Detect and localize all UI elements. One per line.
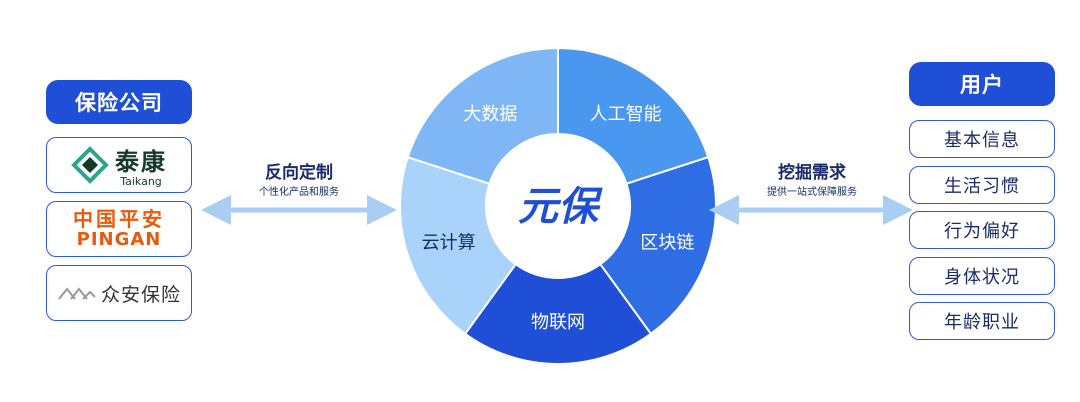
segment-iot-label: 物联网 xyxy=(531,312,585,333)
segment-bigdata-label: 大数据 xyxy=(463,104,517,125)
taikang-name-en: Taikang xyxy=(120,175,162,188)
user-item-age-occupation: 年龄职业 xyxy=(909,302,1055,340)
right-link-title: 挖掘需求 xyxy=(778,163,846,183)
taikang-logo-card: 泰康 Taikang xyxy=(46,137,192,193)
pingan-name-cn: 中国平安 xyxy=(73,207,165,231)
user-item-preferences: 行为偏好 xyxy=(909,211,1055,249)
pingan-name-en: PINGAN xyxy=(76,229,162,250)
zhongan-logo-icon xyxy=(58,287,96,300)
users-header: 用户 xyxy=(909,62,1055,106)
center-hole xyxy=(486,134,630,278)
taikang-name-cn: 泰康 xyxy=(115,147,167,176)
user-item-basic-info: 基本信息 xyxy=(909,120,1055,158)
segment-cloud-label: 云计算 xyxy=(422,233,476,254)
insurance-companies-header: 保险公司 xyxy=(46,80,192,124)
left-link-title: 反向定制 xyxy=(265,163,333,183)
zhongan-logo-card: 众安保险 xyxy=(46,265,192,321)
taikang-logo-icon xyxy=(71,146,109,184)
center-brand-label: 元保 xyxy=(518,185,603,229)
segment-ai-label: 人工智能 xyxy=(590,104,662,125)
zhongan-name: 众安保险 xyxy=(100,283,181,306)
user-item-habits: 生活习惯 xyxy=(909,166,1055,204)
segment-blockchain-label: 区块链 xyxy=(640,233,694,254)
right-link-subtitle: 提供一站式保障服务 xyxy=(767,187,857,198)
user-item-health: 身体状况 xyxy=(909,257,1055,295)
pingan-logo-card: 中国平安 PINGAN xyxy=(46,201,192,257)
left-link-subtitle: 个性化产品和服务 xyxy=(259,187,339,198)
